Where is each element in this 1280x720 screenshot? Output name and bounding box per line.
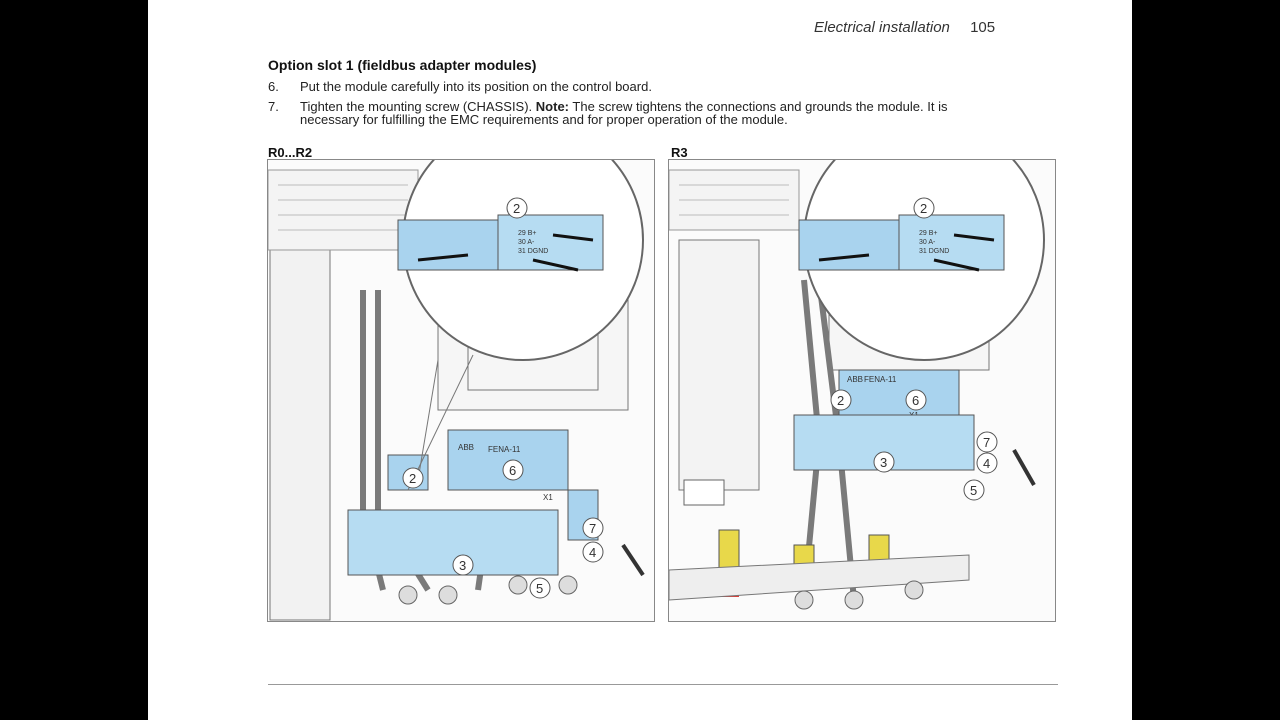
callout-2: 2	[409, 471, 416, 486]
installation-diagram-r3: FENA-11 ABB X1 29 B+ 30 A- 31 DGND	[669, 160, 1045, 610]
callout-3: 3	[880, 455, 887, 470]
note-text: The screw tightens the connections and g…	[300, 99, 948, 127]
callout-2: 2	[920, 201, 927, 216]
running-header: Electrical installation 105	[814, 19, 1060, 36]
document-page: Electrical installation 105 Option slot …	[148, 0, 1132, 720]
step-text: Tighten the mounting screw (CHASSIS).	[300, 99, 533, 114]
inset-label-a: 30 A-	[518, 239, 535, 246]
callout-6: 6	[912, 393, 919, 408]
module-model: FENA-11	[864, 375, 897, 384]
inset-label-dgnd: 31 DGND	[919, 248, 949, 255]
screwdriver-icon	[621, 543, 645, 577]
callout-5: 5	[970, 483, 977, 498]
callout-5: 5	[536, 581, 543, 596]
callout-6: 6	[509, 463, 516, 478]
installation-diagram-r0-r2: ABB FENA-11 X1 29 B+ 30 A- 31 DGND	[268, 160, 645, 621]
inset-label-b: 29 B+	[518, 230, 537, 237]
arrow-icon	[933, 258, 980, 272]
figure-r3: FENA-11 ABB X1 29 B+ 30 A- 31 DGND	[668, 159, 1056, 622]
module-brand: ABB	[847, 375, 863, 384]
figure-label-r3: R3	[671, 145, 688, 160]
arrow-icon	[532, 258, 579, 272]
inset-label-b: 29 B+	[919, 230, 938, 237]
callout-2: 2	[837, 393, 844, 408]
module-brand: ABB	[458, 443, 474, 452]
header-section: Electrical installation	[814, 19, 950, 36]
arrow-icon	[818, 253, 870, 262]
figure-label-r0-r2: R0...R2	[268, 145, 313, 160]
figure-r0-r2: ABB FENA-11 X1 29 B+ 30 A- 31 DGND	[267, 159, 655, 622]
callouts: 2 2 6 7 4 3 5	[830, 197, 998, 501]
step-text: Put the module carefully into its positi…	[300, 79, 652, 94]
footer-rule	[268, 684, 1058, 685]
callout-7: 7	[589, 521, 596, 536]
inset-label-dgnd: 31 DGND	[518, 248, 548, 255]
module-connector: X1	[543, 493, 553, 502]
arrow-icon	[417, 253, 469, 262]
inset-label-a: 30 A-	[919, 239, 936, 246]
callouts: 2 2 6 7 4 3 5	[402, 197, 604, 599]
callout-3: 3	[459, 558, 466, 573]
step-7: 7. Tighten the mounting screw (CHASSIS).…	[268, 99, 947, 126]
section-title: Option slot 1 (fieldbus adapter modules)	[268, 57, 537, 73]
callout-4: 4	[983, 456, 990, 471]
step-number: 7.	[268, 99, 279, 114]
step-number: 6.	[268, 79, 279, 94]
callout-4: 4	[589, 545, 596, 560]
arrow-icon	[552, 233, 594, 242]
page-number: 105	[970, 19, 996, 36]
screwdriver-icon	[1012, 449, 1036, 486]
callout-2: 2	[513, 201, 520, 216]
arrow-icon	[953, 233, 995, 242]
callout-7: 7	[983, 435, 990, 450]
step-text-block: Tighten the mounting screw (CHASSIS). No…	[300, 100, 1000, 126]
note-label: Note:	[535, 99, 570, 114]
step-6: 6. Put the module carefully into its pos…	[268, 79, 652, 94]
module-model: FENA-11	[488, 445, 521, 454]
